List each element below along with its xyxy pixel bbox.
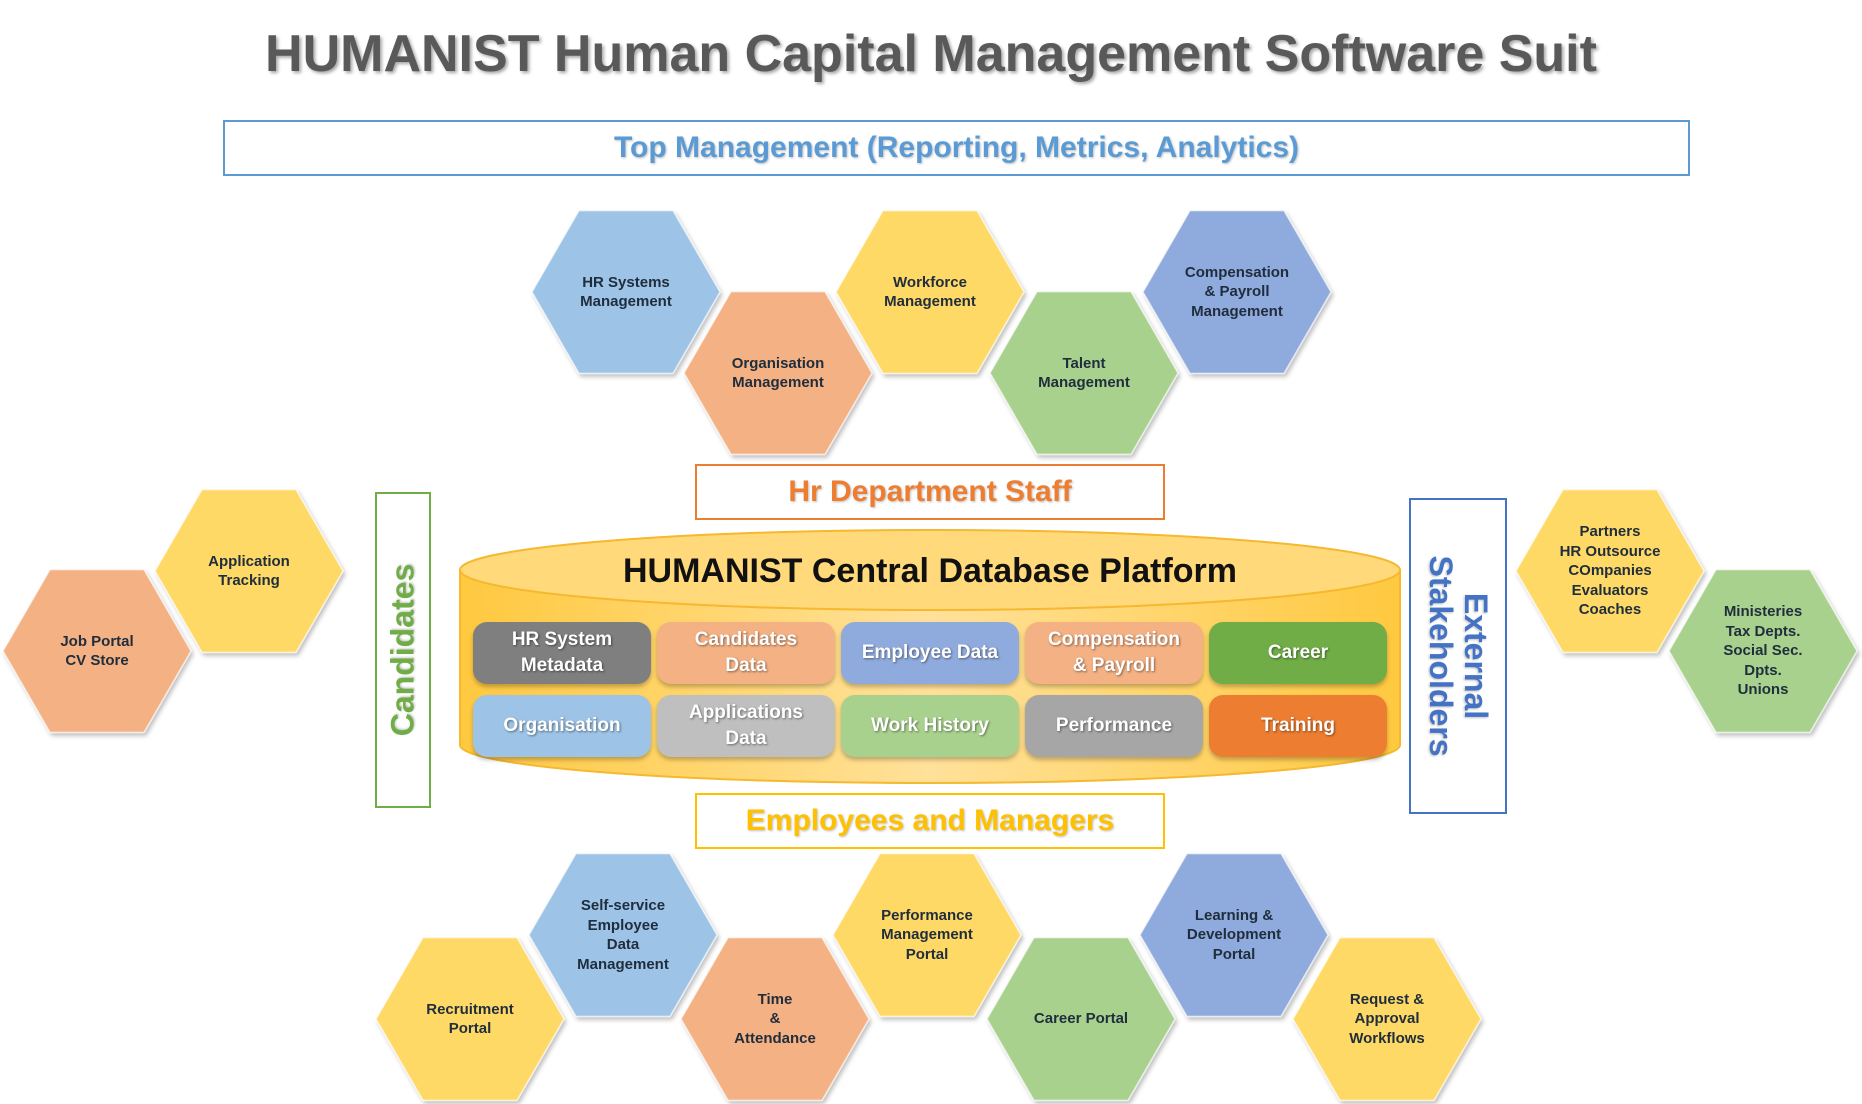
database-module-6: Applications Data	[657, 695, 835, 757]
hexagon-7	[1515, 488, 1705, 654]
hexagon-label-5: Application Tracking	[208, 552, 290, 590]
hexagon-label-3: Organisation Management	[731, 354, 825, 392]
top-management-band: Top Management (Reporting, Metrics, Anal…	[223, 120, 1690, 176]
hexagon-label-14: Career Portal	[1033, 1010, 1129, 1028]
hexagon-15	[1292, 936, 1482, 1102]
hexagon-label-12: Recruitment Portal	[426, 1000, 514, 1038]
hexagon-13	[680, 936, 870, 1102]
external-stakeholders-label: External Stakeholders	[1423, 555, 1495, 757]
database-module-3: Compensation & Payroll	[1025, 622, 1203, 684]
hexagon-label-0: HR Systems Management	[580, 273, 672, 311]
hexagon-2	[1142, 209, 1332, 375]
hexagon-0	[531, 209, 721, 375]
hexagon-3	[683, 290, 873, 456]
hexagon-label-15: Request & Approval Workflows	[1349, 990, 1425, 1047]
hexagon-label-9: Self-service Employee Data Management	[577, 897, 669, 973]
hexagon-label-6: Job Portal CV Store	[60, 632, 134, 670]
hexagon-11	[1139, 852, 1329, 1018]
database-title: HUMANIST Central Database Platform	[622, 552, 1237, 590]
database-module-1: Candidates Data	[657, 622, 835, 684]
candidates-band: Candidates	[375, 492, 431, 808]
hexagon-label-8: Ministeries Tax Depts. Social Sec. Dpts.…	[1723, 603, 1803, 699]
page-title: HUMANIST Human Capital Management Softwa…	[265, 25, 1597, 83]
database-module-2: Employee Data	[841, 622, 1019, 684]
candidates-label: Candidates	[384, 563, 421, 737]
hexagon-8	[1668, 568, 1858, 734]
hexagon-label-7: Partners HR Outsource COmpanies Evaluato…	[1559, 523, 1661, 619]
hexagon-label-4: Talent Management	[1038, 354, 1130, 392]
database-module-4: Career	[1209, 622, 1387, 684]
hexagon-label-11: Learning & Development Portal	[1186, 906, 1282, 963]
hexagon-5	[154, 488, 344, 654]
database-module-0: HR System Metadata	[473, 622, 651, 684]
database-module-8: Performance	[1025, 695, 1203, 757]
hexagon-label-2: Compensation & Payroll Management	[1184, 263, 1290, 320]
hexagon-label-1: Workforce Management	[884, 273, 976, 311]
database-module-7: Work History	[841, 695, 1019, 757]
database-module-9: Training	[1209, 695, 1387, 757]
employees-band: Employees and Managers	[695, 793, 1165, 849]
hexagon-12	[375, 936, 565, 1102]
hexagon-9	[528, 852, 718, 1018]
hexagon-6	[2, 568, 192, 734]
external-stakeholders-band: External Stakeholders	[1409, 498, 1507, 814]
database-module-5: Organisation	[473, 695, 651, 757]
hr-staff-band: Hr Department Staff	[695, 464, 1165, 520]
hexagon-10	[832, 852, 1022, 1018]
hexagon-1	[835, 209, 1025, 375]
hexagon-label-10: Performance Management Portal	[881, 906, 973, 963]
hexagon-14	[986, 936, 1176, 1102]
hexagon-label-13: Time & Attendance	[734, 990, 816, 1047]
hexagon-4	[989, 290, 1179, 456]
